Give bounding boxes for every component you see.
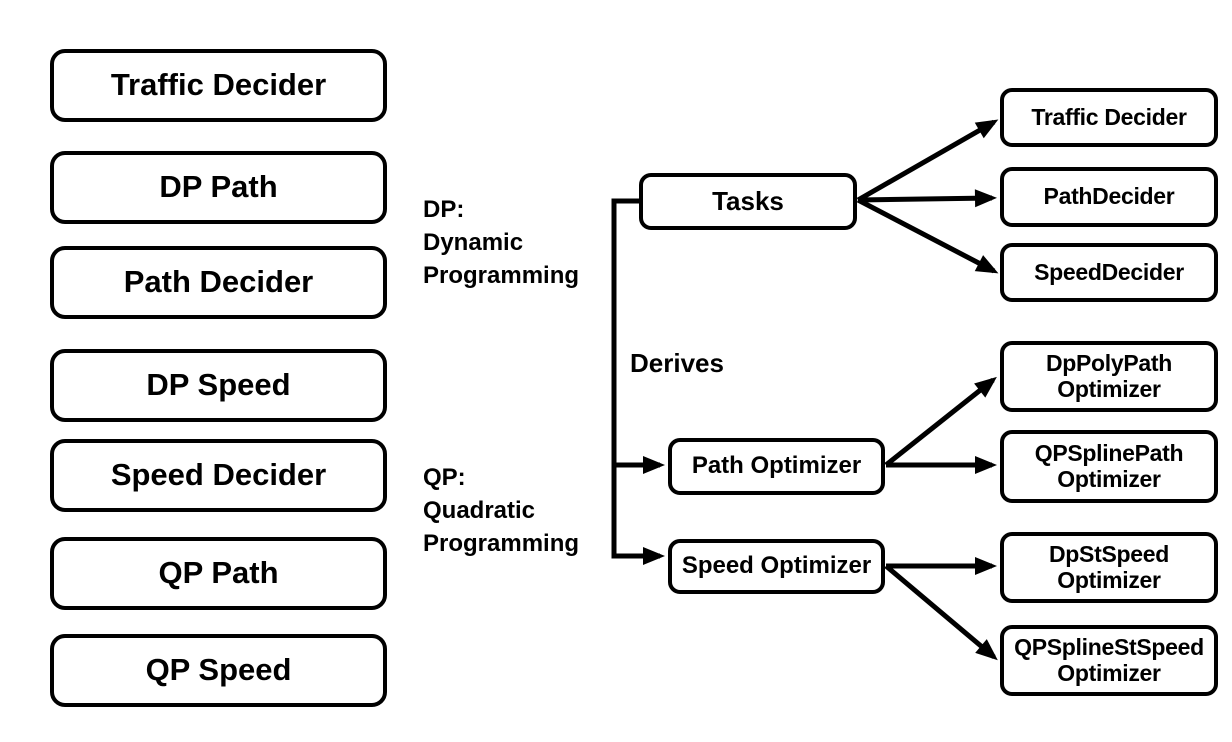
legend-qp-quadratic-programming: QP: Quadratic Programming [423, 464, 580, 557]
legend-dp-dynamic-programming: DP: Dynamic Programming [423, 196, 580, 289]
node-qpsplinestspeed-optimizer: QPSplineStSpeed Optimizer [1000, 625, 1218, 696]
node-qp-path-list: QP Path [50, 537, 387, 610]
node-path-decider-list: Path Decider [50, 246, 387, 319]
node-speed-decider-list: Speed Decider [50, 439, 387, 512]
node-speed-decider-derived: SpeedDecider [1000, 243, 1218, 302]
node-dp-speed-list: DP Speed [50, 349, 387, 422]
arrow-tasks-to-speed-decider [856, 197, 999, 274]
node-path-decider-derived: PathDecider [1000, 167, 1218, 227]
node-dp-path-list: DP Path [50, 151, 387, 224]
node-qpsplinepath-optimizer: QPSplinePath Optimizer [1000, 430, 1218, 503]
arrow-path-optimizer-to-dppolypath [884, 376, 997, 467]
arrow-tasks-to-path-decider [857, 189, 997, 208]
node-tasks-root: Tasks [639, 173, 857, 230]
node-qp-speed-list: QP Speed [50, 634, 387, 707]
node-path-optimizer: Path Optimizer [668, 438, 885, 495]
node-speed-optimizer: Speed Optimizer [668, 539, 885, 594]
arrow-speed-optimizer-to-qpsplinestspeed [884, 564, 998, 661]
derives-label: Derives [630, 348, 724, 378]
derives-trunk-and-speed-optimizer-arrow [611, 198, 665, 565]
node-traffic-decider-derived: Traffic Decider [1000, 88, 1218, 147]
node-traffic-decider-list: Traffic Decider [50, 49, 387, 122]
arrow-tasks-to-traffic-decider [856, 119, 999, 203]
node-dpstspeed-optimizer: DpStSpeed Optimizer [1000, 532, 1218, 603]
node-dppolypath-optimizer: DpPolyPath Optimizer [1000, 341, 1218, 412]
